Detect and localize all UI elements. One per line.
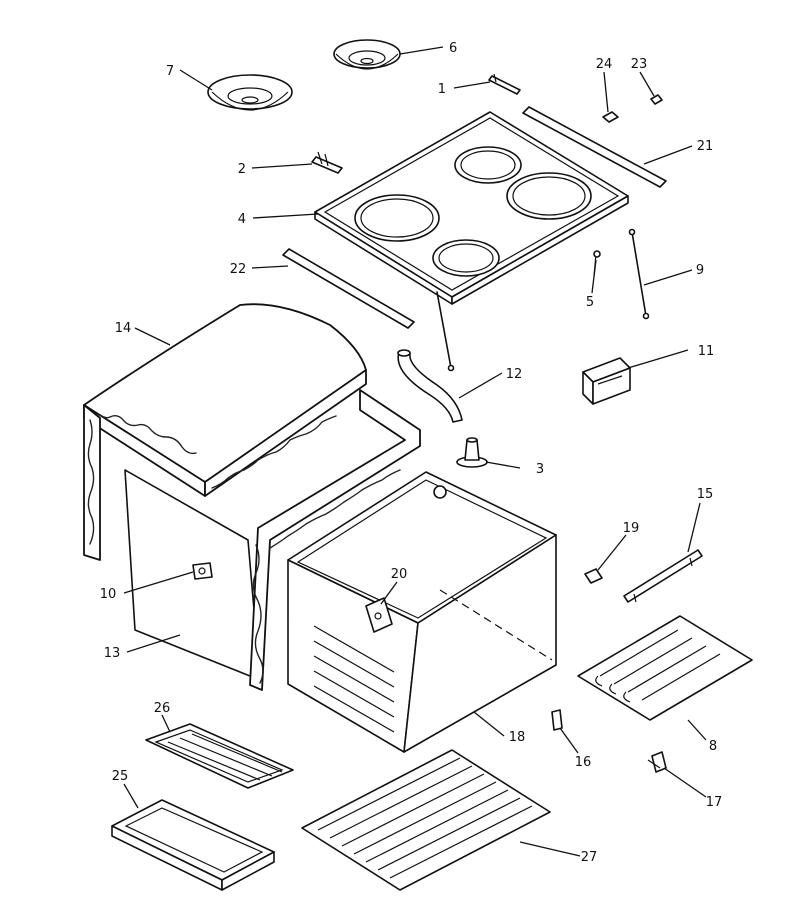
callout-12: 12	[506, 367, 523, 382]
callout-10: 10	[100, 587, 117, 602]
element-clip	[551, 709, 563, 731]
trim-strip-right	[522, 106, 667, 188]
callout-20: 20	[391, 567, 408, 582]
terminal-block	[582, 357, 631, 405]
callout-26: 26	[154, 701, 171, 716]
callout-19: 19	[623, 521, 640, 536]
callout-27: 27	[581, 850, 598, 865]
callout-2: 2	[238, 162, 246, 177]
insulation-clip	[192, 562, 213, 580]
element-bracket	[647, 751, 667, 773]
callout-18: 18	[509, 730, 526, 745]
callout-11: 11	[698, 344, 715, 359]
callout-3: 3	[536, 462, 544, 477]
trim-strip-left	[282, 248, 415, 329]
drip-bowl-large	[207, 74, 293, 111]
callout-4: 4	[238, 212, 246, 227]
callout-23: 23	[631, 57, 648, 72]
oven-cavity	[287, 471, 557, 753]
broiler-pan	[111, 799, 275, 891]
callout-13: 13	[104, 646, 121, 661]
burner-front-left	[354, 194, 440, 242]
rail-clip	[584, 568, 603, 584]
callout-21: 21	[697, 139, 714, 154]
callout-24: 24	[596, 57, 613, 72]
hinge-bracket	[311, 151, 343, 174]
callout-25: 25	[112, 769, 129, 784]
burner-rear-right	[506, 172, 592, 220]
callout-1: 1	[438, 82, 446, 97]
rack-rail	[623, 549, 703, 603]
vent-fitting	[456, 437, 488, 468]
callout-22: 22	[230, 262, 247, 277]
burner-front-right	[432, 239, 500, 277]
broiler-grid	[145, 723, 294, 789]
callout-16: 16	[575, 755, 592, 770]
support-rod-right	[628, 228, 650, 320]
clip-small	[602, 111, 619, 123]
callout-labels: 1 2 3 4 5 6 7 8 9 10 11 12 13 14 15 16 1…	[100, 41, 723, 865]
callout-7: 7	[166, 64, 174, 79]
callout-15: 15	[697, 487, 714, 502]
callout-5: 5	[586, 295, 594, 310]
callout-8: 8	[709, 739, 717, 754]
support-rod-left	[436, 291, 455, 372]
clip-tiny	[650, 94, 663, 105]
vent-tube	[397, 349, 463, 423]
callout-9: 9	[696, 263, 704, 278]
drip-bowl-small	[333, 39, 401, 70]
burner-rear-left	[454, 146, 522, 184]
cooktop	[314, 111, 629, 305]
cavity-bracket	[365, 597, 393, 633]
callout-14: 14	[115, 321, 132, 336]
insulation-top	[83, 303, 367, 497]
insulation-wrap	[83, 389, 421, 691]
bake-element	[577, 615, 753, 721]
leader-lines	[123, 46, 707, 857]
top-hinge	[488, 73, 521, 95]
callout-6: 6	[449, 41, 457, 56]
callout-17: 17	[706, 795, 723, 810]
oven-rack	[301, 749, 551, 891]
